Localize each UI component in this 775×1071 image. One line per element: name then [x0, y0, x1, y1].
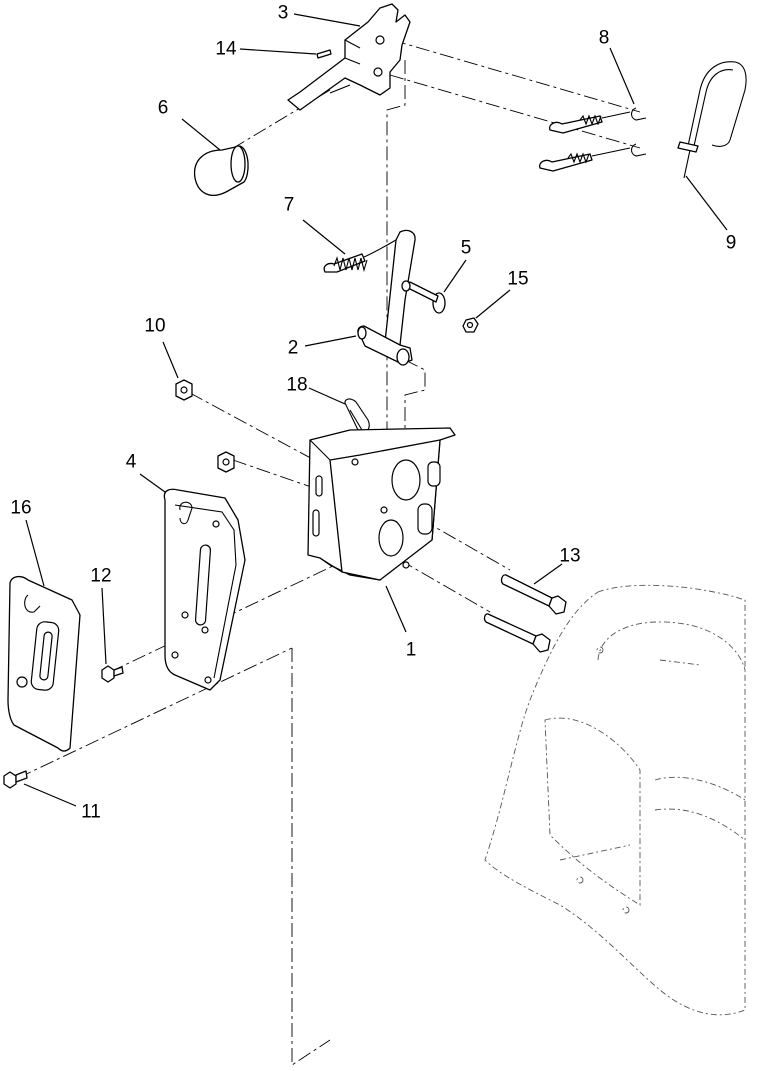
part-3-shift-lever	[287, 3, 411, 111]
part-6-knob	[193, 145, 249, 196]
part-18-cotter-pin	[344, 398, 370, 433]
callout-7: 7	[283, 194, 295, 216]
callout-5: 5	[460, 237, 472, 259]
part-16-gasket	[7, 575, 81, 752]
callout-10: 10	[144, 315, 166, 337]
leader-lines	[23, 13, 728, 807]
part-8-clips	[630, 107, 647, 157]
part-2-lever-bracket	[357, 229, 416, 366]
part-14-pin	[316, 49, 332, 59]
callout-3: 3	[277, 2, 289, 24]
callout-13: 13	[559, 545, 581, 567]
part-4-shift-plate	[163, 488, 246, 691]
part-10-nut	[175, 379, 193, 401]
callout-16: 16	[10, 497, 32, 519]
callout-1: 1	[405, 639, 417, 661]
part-1-main-bracket	[307, 427, 456, 581]
part-9-retaining-pin	[677, 61, 747, 179]
callout-6: 6	[157, 97, 169, 119]
part-13-long-bolts	[483, 574, 567, 653]
callout-2: 2	[287, 337, 299, 359]
callout-9: 9	[725, 232, 737, 254]
callout-14: 14	[215, 38, 237, 60]
part-5-washer	[401, 280, 446, 314]
part-12-bolt	[101, 665, 124, 683]
callout-15: 15	[507, 268, 529, 290]
flange-nut	[217, 451, 235, 473]
tractor-body-outline	[484, 584, 746, 1016]
callout-11: 11	[81, 801, 101, 823]
callout-18: 18	[286, 374, 308, 396]
alignment-lines	[17, 39, 641, 1066]
linkage-rods	[539, 111, 631, 172]
part-15-nut	[462, 317, 479, 333]
callout-12: 12	[90, 565, 112, 587]
part-11-bolt	[3, 770, 28, 789]
callout-4: 4	[125, 451, 137, 473]
callout-8: 8	[598, 27, 610, 49]
